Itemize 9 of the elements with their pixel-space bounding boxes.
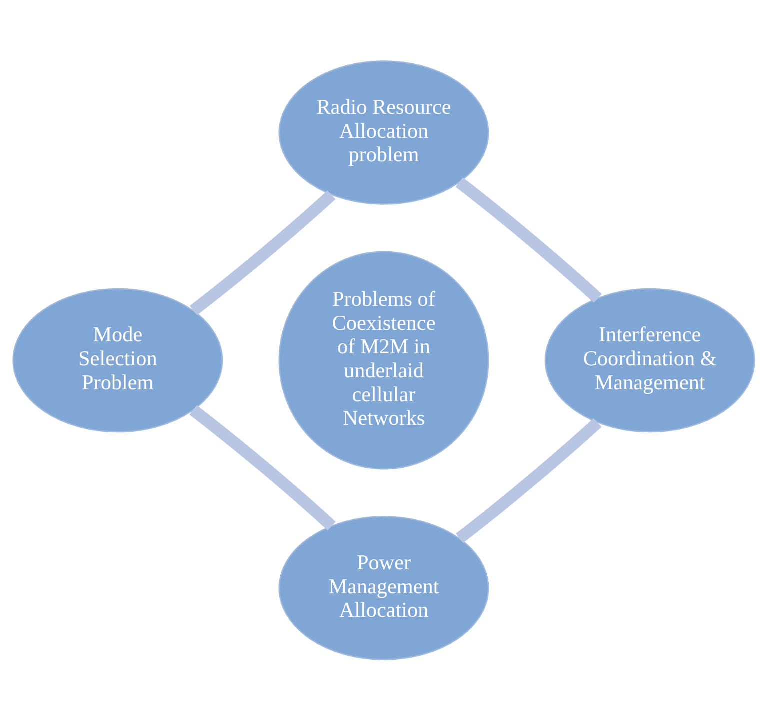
connector: [190, 405, 336, 531]
node-circle: Problems of Coexistence of M2M in underlaid cellular Networks: [278, 251, 490, 470]
node-ellipse: Interference Coordination & Management: [544, 288, 756, 433]
connector: [190, 190, 336, 316]
node-ellipse: Mode Selection Problem: [12, 288, 224, 433]
node-ellipse: Radio Resource Allocation problem: [278, 60, 490, 205]
connector: [456, 418, 602, 544]
connector: [456, 178, 602, 303]
node-ellipse: Power Management Allocation: [278, 516, 490, 660]
